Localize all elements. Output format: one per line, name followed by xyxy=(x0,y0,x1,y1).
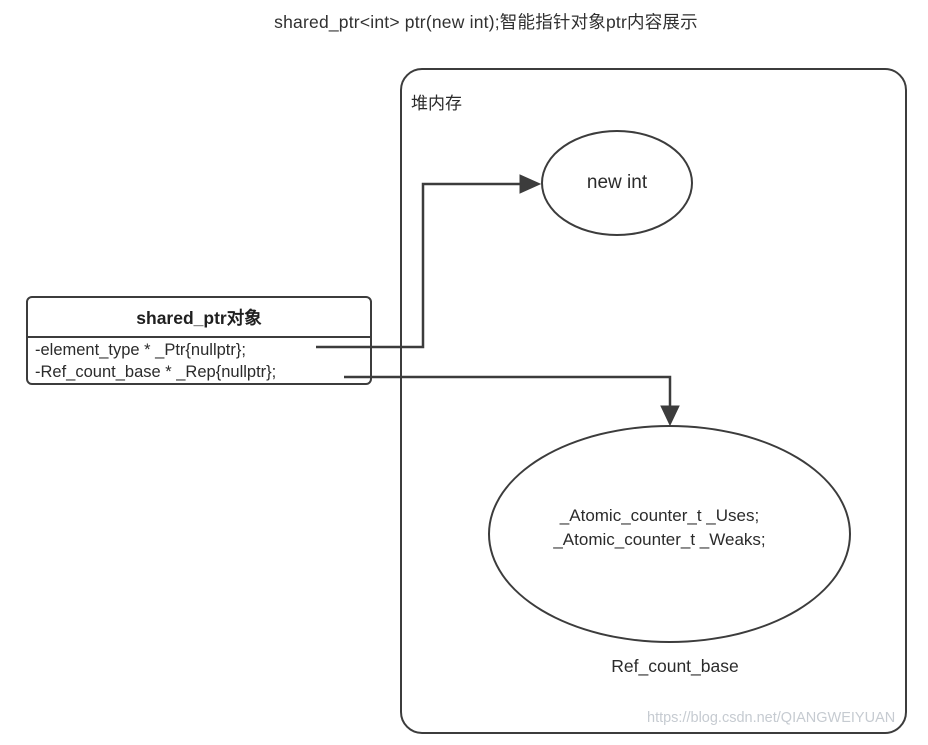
ref-count-line-weaks: _Atomic_counter_t _Weaks; xyxy=(553,530,766,549)
shared-ptr-object-box: shared_ptr对象 -element_type * _Ptr{nullpt… xyxy=(26,296,372,385)
member-row-ptr: -element_type * _Ptr{nullptr}; xyxy=(35,341,246,359)
heap-memory-label: 堆内存 xyxy=(411,94,462,113)
new-int-ellipse: new int xyxy=(541,130,693,236)
ref-count-caption: Ref_count_base xyxy=(611,656,739,676)
ref-count-line-uses: _Atomic_counter_t _Uses; xyxy=(559,506,760,525)
new-int-label: new int xyxy=(586,172,648,193)
member-row-rep: -Ref_count_base * _Rep{nullptr}; xyxy=(35,363,277,381)
page-title: shared_ptr<int> ptr(new int);智能指针对象ptr内容… xyxy=(274,12,698,32)
shared-ptr-box-body: -element_type * _Ptr{nullptr}; -Ref_coun… xyxy=(28,338,370,383)
ref-count-ellipse: _Atomic_counter_t _Uses; _Atomic_counter… xyxy=(488,425,851,643)
ref-count-text: _Atomic_counter_t _Uses; _Atomic_counter… xyxy=(553,504,765,552)
watermark: https://blog.csdn.net/QIANGWEIYUAN xyxy=(647,710,896,726)
shared-ptr-box-header: shared_ptr对象 xyxy=(28,298,370,338)
